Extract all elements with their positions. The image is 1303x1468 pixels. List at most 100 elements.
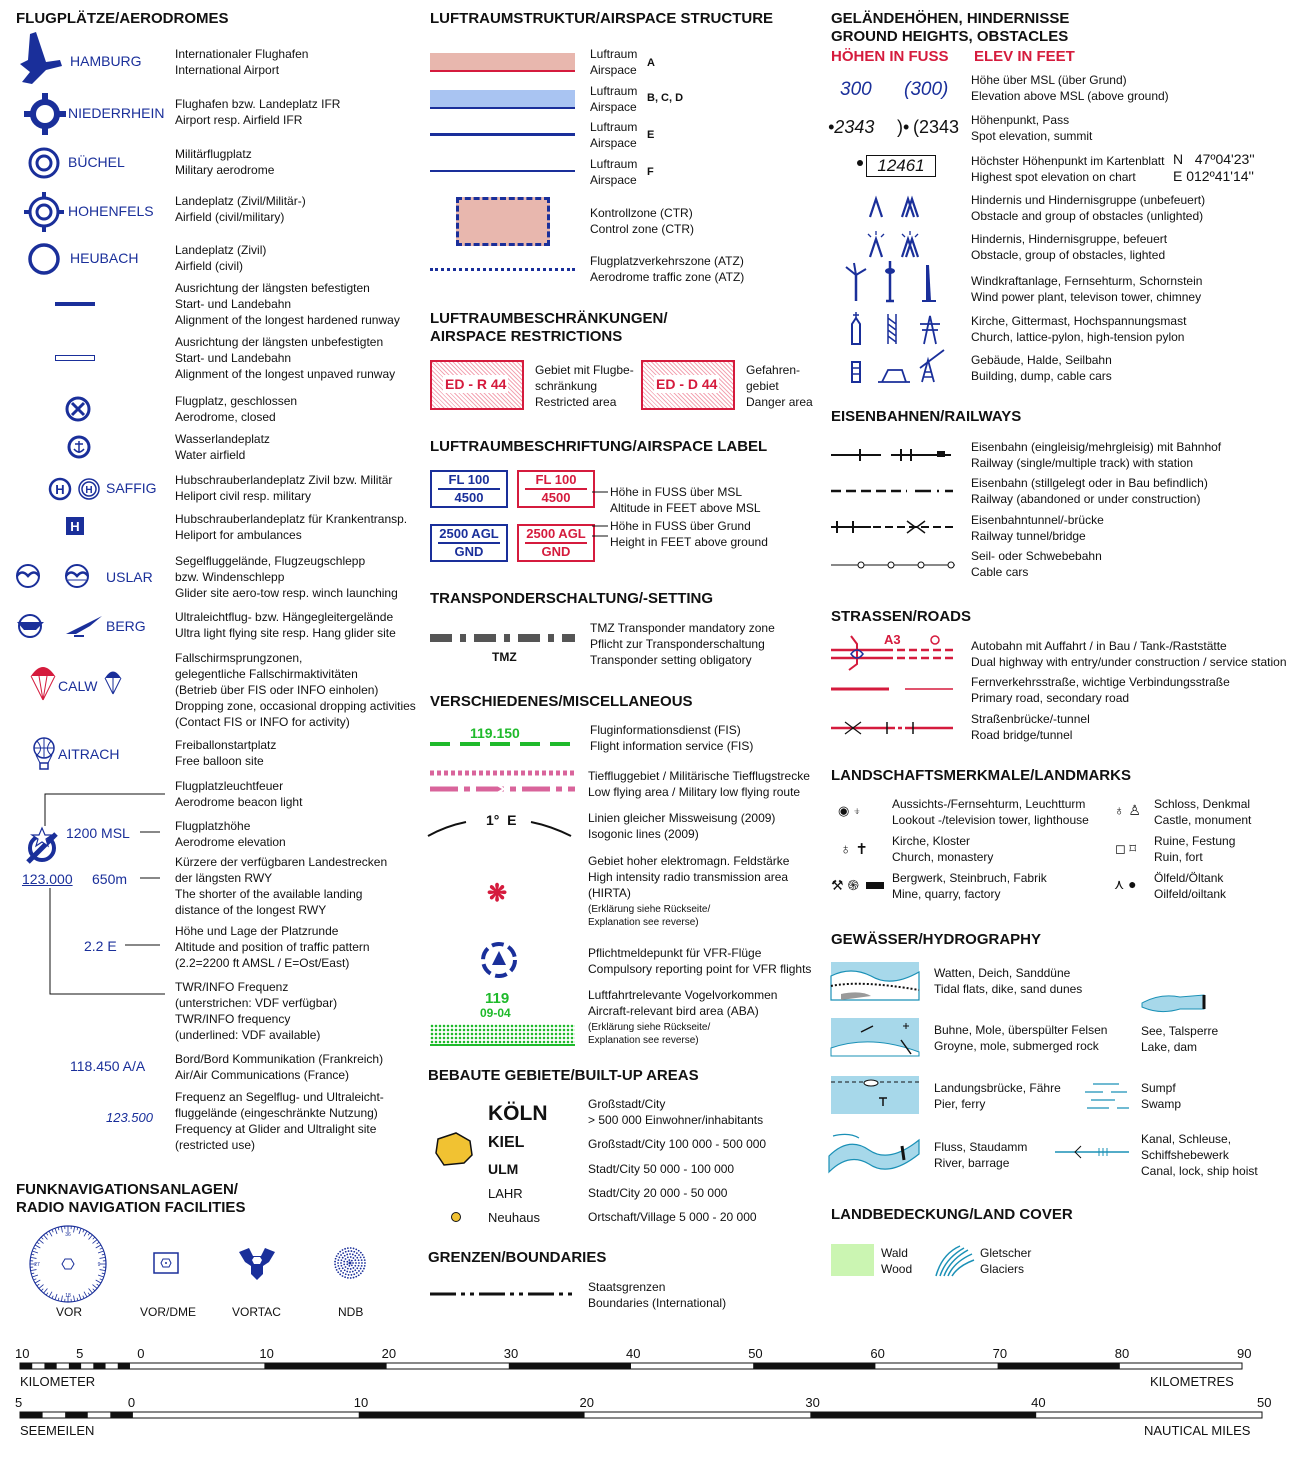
- canal-lock-icon: [1055, 1145, 1129, 1159]
- scale-tick-label: 90: [1237, 1346, 1252, 1361]
- builtup-heading: BEBAUTE GEBIETE/BUILT-UP AREAS: [428, 1067, 699, 1084]
- nm-scale-bar: [19, 1411, 1263, 1419]
- aerodrome-info-leader-lines: [44, 793, 165, 995]
- restricted-area-label: ED - R 44: [443, 375, 509, 393]
- aerodrome-text-14: Freiballonstartplatz Free balloon site: [175, 738, 277, 768]
- airspace-label-red-msl: FL 100 4500: [517, 470, 595, 508]
- wood-swatch: [831, 1244, 874, 1276]
- wind-tv-chimney-icon: [845, 261, 936, 303]
- military-aerodrome-icon: [28, 147, 60, 179]
- aerodrome-name-heubach: HEUBACH: [70, 250, 139, 266]
- church-monastery-icon: ♁ ✝: [840, 841, 868, 858]
- mine-quarry-factory-icon: ⚒ ֍: [831, 877, 859, 893]
- ifr-airport-icon: [24, 93, 66, 135]
- highest-spot-value: 12461: [866, 155, 936, 177]
- aerodrome-elevation-value: 1200 MSL: [66, 825, 130, 841]
- scale-tick-label: 30: [503, 1346, 519, 1361]
- aerodrome-text-7: Flugplatz, geschlossen Aerodrome, closed: [175, 394, 298, 424]
- airspace-a-text: Luftraum Airspace: [590, 47, 638, 77]
- scale-tick-label: 5: [15, 1395, 23, 1410]
- heights-text-4: Hindernis, Hindernisgruppe, befeuert Obs…: [971, 232, 1168, 262]
- village-dot-icon: [451, 1212, 461, 1222]
- aerodrome-text-17: Kürzere der verfügbaren Landestrecken de…: [175, 855, 388, 917]
- railway-symbols: [831, 449, 955, 569]
- airspace-a-symbol: [430, 53, 575, 72]
- balloon-site-icon: [33, 737, 55, 770]
- gnd-value: GND: [438, 542, 500, 560]
- swamp-icon: [1085, 1083, 1129, 1109]
- flight-level-value: FL 100: [448, 472, 490, 487]
- scale-tick-label: 50: [748, 1346, 763, 1361]
- traffic-pattern-value: 2.2 E: [84, 938, 117, 954]
- river-barrage-icon: [828, 1133, 920, 1174]
- builtup-text-4: Ortschaft/Village 5 000 - 20 000: [588, 1210, 757, 1224]
- altitude-value-red: 4500: [525, 488, 587, 506]
- vor-compass-rose-icon: 36 18 27 9: [29, 1225, 107, 1303]
- scale-tick-label: 20: [579, 1395, 594, 1410]
- scale-tick-label: 80: [1114, 1346, 1130, 1361]
- builtup-name-ulm: ULM: [488, 1161, 519, 1177]
- hydro-heading: GEWÄSSER/HYDROGRAPHY: [831, 931, 1042, 948]
- railway-text-2: Eisenbahntunnel/-brücke Railway tunnel/b…: [971, 513, 1104, 543]
- aerodrome-landing-distance-value: 650m: [92, 871, 128, 887]
- aerodrome-text-10: Hubschrauberlandeplatz für Krankentransp…: [175, 512, 408, 542]
- danger-area-symbol: ED - D 44: [641, 360, 735, 410]
- km-left-label: KILOMETER: [20, 1374, 96, 1389]
- heliport-icon: H H: [48, 477, 100, 501]
- hydro-text-0: Watten, Deich, Sanddüne Tidal flats, dik…: [934, 966, 1083, 996]
- groyne-mole-icon: [830, 1018, 920, 1057]
- pier-ferry-icon: [831, 1076, 919, 1114]
- airspace-bcd-symbol: [430, 90, 575, 109]
- landmark-text-4: Bergwerk, Steinbruch, Fabrik Mine, quarr…: [892, 871, 1047, 901]
- hirta-note: (Erklärung siehe Rückseite/ Explanation …: [588, 904, 711, 928]
- glacier-icon: [935, 1245, 975, 1277]
- radionav-vordme-label: VOR/DME: [140, 1305, 197, 1319]
- aerodromes-heading: FLUGPLÄTZE/AERODROMES: [16, 10, 229, 27]
- heights-text-6: Kirche, Gittermast, Hochspannungsmast Ch…: [971, 314, 1187, 344]
- aerodrome-name-hamburg: HAMBURG: [70, 53, 142, 69]
- isogonic-label: 1° E: [486, 812, 517, 828]
- glider-site-icon: [15, 564, 90, 588]
- elevation-msl-value: 300: [840, 79, 872, 100]
- gnd-value-red: GND: [525, 542, 587, 560]
- radionav-vortac-label: VORTAC: [232, 1305, 281, 1319]
- hydro-text-3: Landungsbrücke, Fähre Pier, ferry: [934, 1081, 1061, 1111]
- scale-tick-label: 40: [1031, 1395, 1046, 1410]
- aerodrome-text-13: Fallschirmsprungzonen, gelegentliche Fal…: [175, 651, 416, 729]
- aerodrome-text-20: Bord/Bord Kommunikation (Frankreich) Air…: [175, 1052, 384, 1082]
- fis-text: Fluginformationsdienst (FIS) Flight info…: [590, 723, 754, 753]
- civil-military-airfield-icon: [24, 192, 64, 232]
- lake-dam-icon: [1141, 994, 1206, 1013]
- boundaries-text: Staatsgrenzen Boundaries (International): [588, 1280, 727, 1310]
- isogonic-text: Linien gleicher Missweisung (2009) Isogo…: [588, 811, 776, 841]
- svg-text:H: H: [70, 519, 79, 534]
- aerodrome-name-saffig: SAFFIG: [106, 480, 157, 496]
- railway-text-3: Seil- oder Schwebebahn Cable cars: [971, 549, 1102, 579]
- svg-text:36: 36: [65, 1232, 71, 1238]
- builtup-text-0: Großstadt/City > 500 000 Einwohner/inhab…: [588, 1097, 764, 1127]
- scale-tick-label: 40: [626, 1346, 641, 1361]
- factory-icon: [866, 882, 884, 889]
- scale-tick-label: 10: [353, 1395, 369, 1410]
- fis-frequency: 119.150: [470, 725, 520, 741]
- ultralight-site-icon: [17, 614, 102, 638]
- heights-text-0: Höhe über MSL (über Grund) Elevation abo…: [971, 73, 1169, 103]
- bird-note: (Erklärung siehe Rückseite/ Explanation …: [588, 1022, 711, 1046]
- builtup-name-neuhaus: Neuhaus: [488, 1210, 541, 1225]
- scale-tick-label: 0: [137, 1346, 145, 1361]
- aerodrome-text-8: Wasserlandeplatz Water airfield: [175, 432, 270, 462]
- airspace-bcd-class: B, C, D: [647, 92, 684, 104]
- altitude-value: 4500: [438, 488, 500, 506]
- aerodrome-text-6: Ausrichtung der längsten unbefestigten S…: [175, 335, 396, 381]
- scale-tick-label: 70: [992, 1346, 1008, 1361]
- airspace-e-symbol: [430, 133, 575, 136]
- hydro-text-4: Sumpf Swamp: [1141, 1081, 1182, 1111]
- building-dump-cablecar-icon: [851, 349, 945, 383]
- nm-left-label: SEEMEILEN: [20, 1423, 95, 1438]
- hydro-text-1: See, Talsperre Lake, dam: [1141, 1024, 1219, 1054]
- lookout-lighthouse-icon: ◉ ⍖: [838, 803, 861, 818]
- spot-elevation-value: •2343: [828, 117, 875, 137]
- scale-tick-label: 10: [259, 1346, 274, 1361]
- aerodrome-text-15: Flugplatzleuchtfeuer Aerodrome beacon li…: [175, 779, 303, 809]
- radionav-vor-label: VOR: [56, 1305, 83, 1319]
